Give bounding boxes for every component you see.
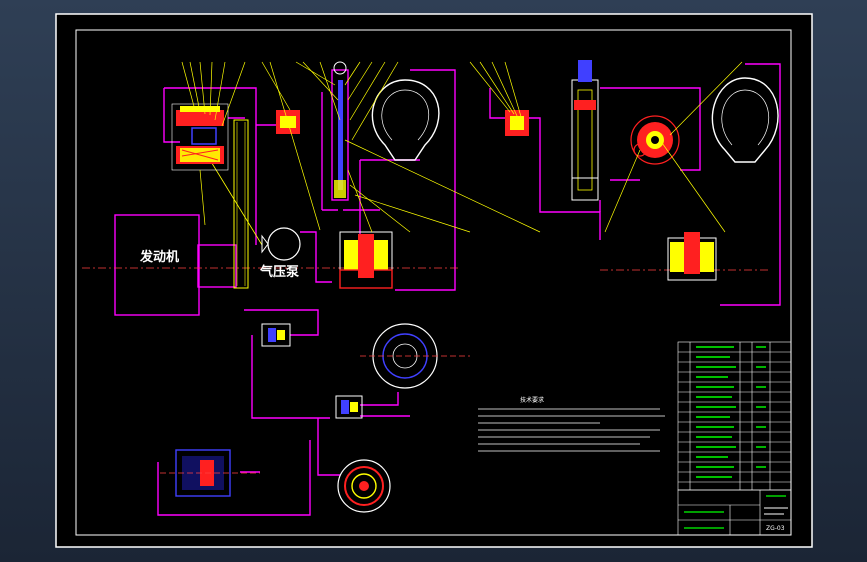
right-valve-top <box>505 110 529 136</box>
clutch-red-top <box>176 110 224 126</box>
lower-left-cylinder <box>160 449 260 497</box>
top-pipe-right <box>321 92 338 211</box>
lv2-blue <box>341 400 349 414</box>
valve-red-core <box>358 234 374 278</box>
rv-yellow <box>510 116 524 130</box>
lv2-box <box>335 395 363 419</box>
compressor-inlet <box>261 234 269 254</box>
disc2-hub <box>359 481 369 491</box>
cylinder-eye <box>333 61 347 75</box>
lower-pipe-1 <box>244 309 330 419</box>
lower-valve-1 <box>261 323 291 347</box>
clutch-blue-shaft <box>191 127 217 145</box>
main-pipe-run <box>395 69 456 291</box>
right-pipe-link <box>599 179 640 212</box>
brake-chamber-left-inner <box>381 89 430 141</box>
engine-assembly <box>114 69 456 316</box>
lower-pipe-3 <box>157 440 311 516</box>
brake-chamber-right <box>711 77 779 163</box>
parts-list-entries <box>696 346 766 478</box>
brake-chamber-right-inner <box>721 89 770 146</box>
engine-pulley-mount <box>197 244 237 288</box>
notes-title: 技术要求 <box>520 396 544 404</box>
right-rotary-valve <box>630 115 680 165</box>
clutch-hatch-2 <box>181 149 219 157</box>
rotary-side <box>633 143 647 157</box>
drawing-border <box>75 29 792 536</box>
compressor-label: 气压泵 <box>260 264 299 280</box>
lower-pipe-4 <box>317 418 340 476</box>
clutch-hatch-1 <box>181 149 219 161</box>
title-block <box>677 489 792 536</box>
right-relay-valve <box>667 232 717 281</box>
rrv-yellow-r <box>700 242 714 272</box>
disc2-yellow <box>351 473 377 499</box>
engine-block <box>114 214 200 316</box>
right-leader-lines <box>469 61 743 233</box>
rc-inner <box>577 89 593 191</box>
belt-column <box>233 119 249 289</box>
lv1-box <box>261 323 291 347</box>
right-frame <box>600 87 701 171</box>
engine-label: 发动机 <box>139 249 179 265</box>
disc2-outer <box>337 459 391 513</box>
title-block-green <box>684 495 786 529</box>
title-block-frame <box>677 489 792 536</box>
belt-diagonal <box>209 159 263 246</box>
valve-base <box>339 269 393 289</box>
right-pipe-network <box>489 63 781 306</box>
upper-frame-line <box>163 87 257 245</box>
title-block-text <box>764 507 788 515</box>
compressor-pipe <box>300 231 332 283</box>
lower-pipes <box>157 309 410 516</box>
air-valve-lower-center <box>339 231 393 289</box>
brake-chamber-left <box>371 79 440 161</box>
lv1-blue <box>268 328 276 342</box>
lower-valve-2 <box>335 395 363 419</box>
clutch-yellow-top <box>180 106 220 112</box>
brake-disc-upper <box>360 323 470 389</box>
rrv-red-core <box>684 232 700 274</box>
leader-lines <box>181 61 541 233</box>
vertical-cylinder <box>331 61 349 201</box>
lv2-yellow <box>350 402 358 412</box>
rc-bottom-block <box>571 177 599 201</box>
compressor-symbol <box>261 227 301 261</box>
brake-disc-lower <box>337 459 391 513</box>
right-outer-pipe <box>720 63 781 306</box>
clutch-pulley-left <box>171 103 229 171</box>
drawing-number: ZG-03 <box>766 525 785 532</box>
lv1-yellow <box>277 330 285 340</box>
llc-body <box>175 449 231 497</box>
belt-drive <box>209 119 263 289</box>
notes-lines <box>478 408 665 452</box>
rotary-core <box>651 136 659 144</box>
rrv-yellow-l <box>670 242 684 272</box>
rotary-outer <box>630 115 680 165</box>
rc-red-band <box>574 100 596 110</box>
right-top-pipe <box>489 88 601 240</box>
disc2-ring <box>344 466 384 506</box>
cylinder-foot <box>334 180 346 198</box>
cylinder-rod <box>338 80 343 190</box>
lower-pipe-2 <box>360 392 410 417</box>
rc-top-cap <box>578 60 592 82</box>
cylinder-body <box>331 69 349 201</box>
right-vertical-cylinder <box>571 60 599 201</box>
